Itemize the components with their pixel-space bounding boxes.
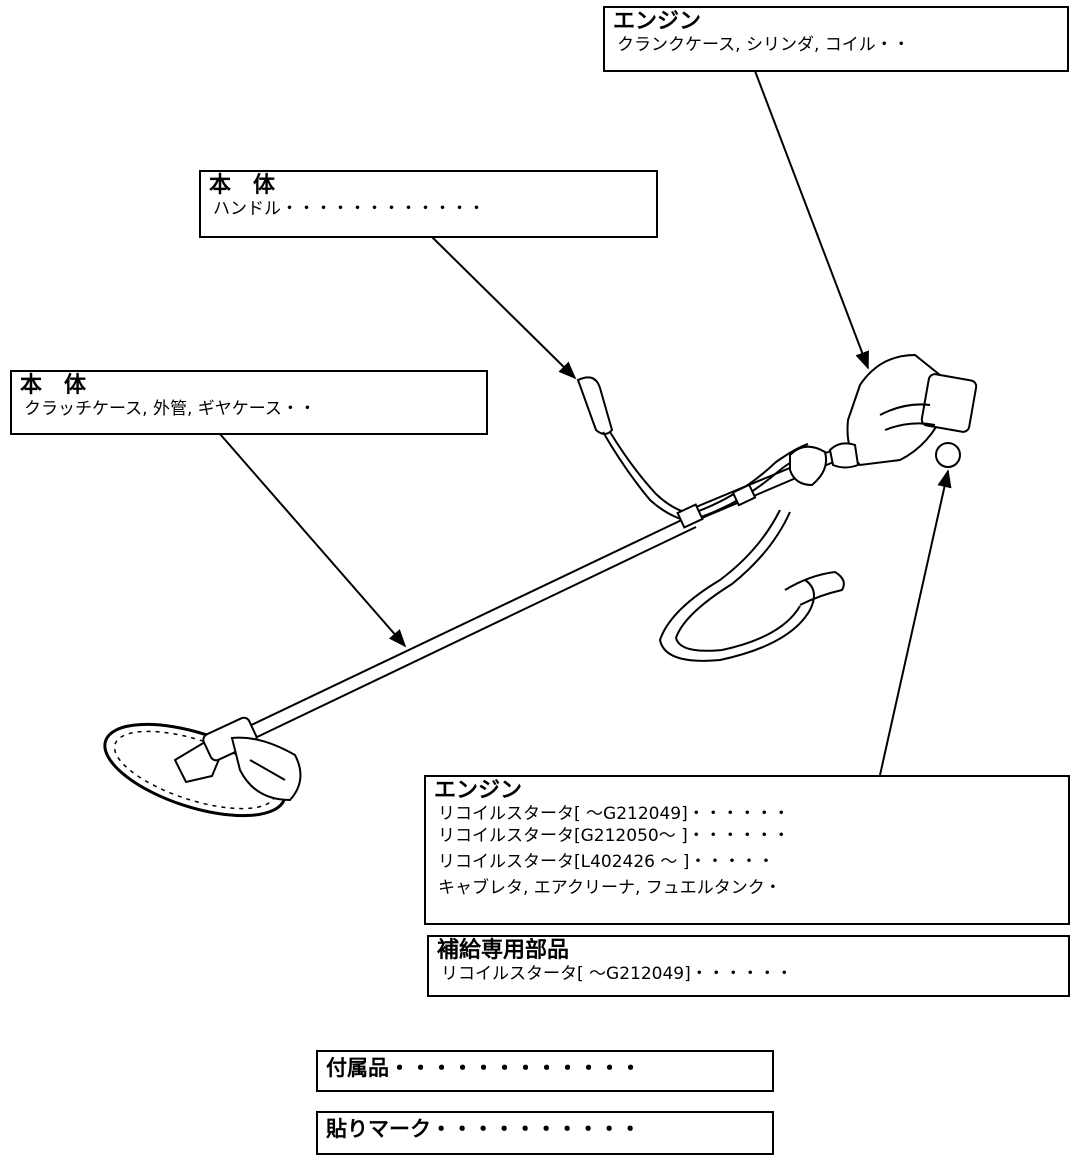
callout-item: ハンドル・・・・・・・・・・・・ [213, 199, 485, 219]
callout-item: リコイルスタータ[G212050～ ]・・・・・・ [438, 826, 790, 846]
callout-title: エンジン [434, 778, 523, 803]
leader-arrows [219, 70, 952, 776]
callout-item: クランクケース, シリンダ, コイル・・ [617, 35, 910, 55]
shaft [244, 444, 851, 739]
callout-supply-parts: 補給専用部品 リコイルスタータ[ ～G212049]・・・・・・ [427, 935, 1070, 997]
callout-body-handle: 本 体 ハンドル・・・・・・・・・・・・ [199, 170, 658, 238]
gear-head [173, 716, 302, 802]
callout-title: 補給専用部品 [437, 938, 570, 963]
callout-accessories: 付属品・・・・・・・・・・・・ [316, 1050, 774, 1092]
callout-engine-top: エンジン クランクケース, シリンダ, コイル・・ [603, 6, 1069, 72]
callout-item: クラッチケース, 外管, ギヤケース・・ [24, 399, 316, 419]
callout-item: リコイルスタータ[ ～G212049]・・・・・・ [438, 804, 790, 824]
harness [658, 509, 845, 662]
callout-title: 本 体 [20, 373, 87, 398]
callout-item: リコイルスタータ[L402426 ～ ]・・・・・ [438, 852, 775, 872]
callout-engine-bottom: エンジン リコイルスタータ[ ～G212049]・・・・・・ リコイルスタータ[… [424, 775, 1070, 925]
callout-title: エンジン [613, 9, 702, 34]
handle-bar [576, 376, 828, 529]
callout-body-shaft: 本 体 クラッチケース, 外管, ギヤケース・・ [10, 370, 488, 435]
arrow-engine-top [754, 70, 869, 370]
arrow-body-handle [431, 236, 577, 380]
callout-item: リコイルスタータ[ ～G212049]・・・・・・ [441, 964, 793, 984]
arrow-body-shaft [219, 433, 407, 648]
callout-item: キャブレタ, エアクリーナ, フュエルタンク・ [438, 878, 782, 898]
engine [828, 353, 978, 469]
callout-label: 貼りマーク・・・・・・・・・・ [326, 1117, 641, 1141]
arrow-engine-bottom [879, 469, 952, 776]
callout-title: 本 体 [209, 173, 276, 198]
callout-label: 付属品・・・・・・・・・・・・ [326, 1056, 641, 1080]
callout-stickers: 貼りマーク・・・・・・・・・・ [316, 1111, 774, 1155]
